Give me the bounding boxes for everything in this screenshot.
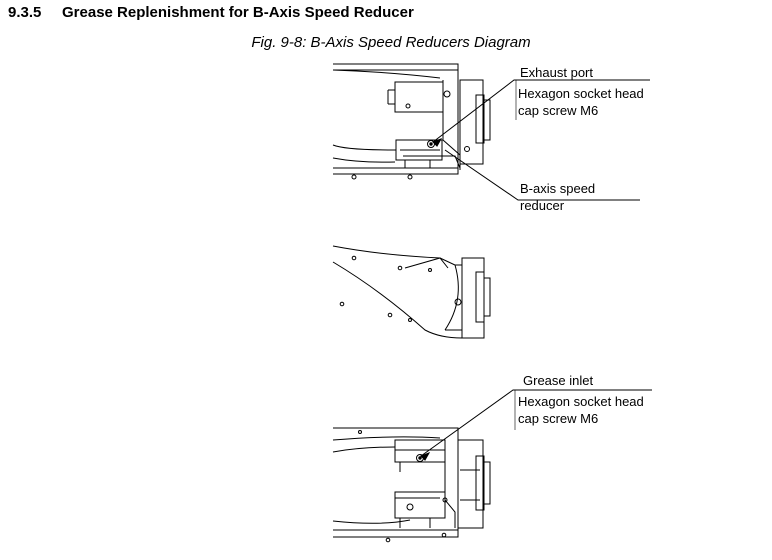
bottom-leaders: [420, 389, 652, 461]
b-axis-reducer-label-1: B-axis speed: [520, 181, 596, 196]
bottom-view-drawing: [332, 427, 491, 543]
section-title: Grease Replenishment for B-Axis Speed Re…: [62, 4, 414, 21]
top-view-drawing: [332, 63, 491, 180]
section-heading: 9.3.5 Grease Replenishment for B-Axis Spe…: [8, 4, 414, 21]
b-axis-reducer-label-2: reducer: [520, 198, 565, 213]
hex-screw-top-label-2: cap screw M6: [518, 103, 599, 118]
section-number: 9.3.5: [8, 4, 42, 21]
grease-inlet-label: Grease inlet: [523, 373, 594, 388]
hex-screw-bottom-label-1: Hexagon socket head: [518, 394, 644, 409]
exhaust-port-label: Exhaust port: [520, 65, 593, 80]
figure-caption-text: Fig. 9-8: B-Axis Speed Reducers Diagram: [251, 34, 531, 51]
figure-caption: Fig. 9-8: B-Axis Speed Reducers Diagram: [0, 34, 772, 51]
top-leaders: [432, 79, 650, 201]
hex-screw-bottom-label-2: cap screw M6: [518, 411, 599, 426]
middle-view-drawing: [332, 245, 491, 339]
hex-screw-top-label-1: Hexagon socket head: [518, 86, 644, 101]
